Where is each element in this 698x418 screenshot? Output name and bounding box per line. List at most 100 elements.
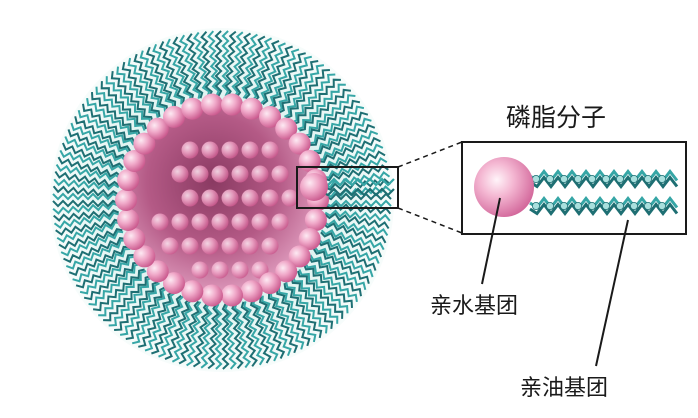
tail-strand [186, 33, 204, 99]
outer-head [259, 105, 281, 128]
tail-strand [125, 286, 166, 340]
tail-strand [224, 303, 237, 370]
tail-strand [285, 281, 328, 334]
small-molecule-tails [321, 177, 395, 197]
tail-strand [305, 99, 361, 139]
tail-strand [317, 130, 379, 161]
tail-strand [200, 302, 213, 369]
outer-head [163, 272, 185, 295]
tail-strand [56, 221, 121, 244]
inner-head [211, 213, 229, 231]
tail-strand [244, 35, 266, 100]
inner-head [261, 141, 279, 159]
tail-strand [83, 261, 139, 301]
tail-strand [284, 64, 325, 118]
tail-strand [253, 39, 280, 102]
tail-strand [158, 41, 185, 104]
tail-strand [320, 229, 385, 251]
tail-strand [224, 30, 237, 97]
tail-strand [321, 150, 386, 173]
tail-strand [268, 48, 300, 108]
tail-strand [240, 301, 258, 367]
tail-strand [86, 97, 140, 138]
tail-strand [108, 276, 153, 327]
inner-head [191, 213, 209, 231]
tail-strand [171, 298, 193, 363]
tail-strand [214, 30, 223, 97]
tail-strand [52, 185, 119, 198]
outer-head [117, 169, 140, 192]
tail-strand [297, 270, 344, 319]
tail-strand [65, 239, 127, 270]
tail-strand [121, 61, 161, 117]
tail-strand [178, 34, 201, 99]
tail-bead [602, 201, 611, 210]
outer-head [240, 280, 263, 303]
inner-head [171, 165, 189, 183]
tail-strand [214, 303, 223, 370]
tail-strand [192, 31, 211, 98]
tail-strand [164, 298, 191, 361]
tail-strand [158, 295, 184, 358]
tail-strand [186, 301, 203, 367]
tail-strand [231, 31, 244, 98]
outer-head [221, 93, 244, 116]
tail-bead [560, 174, 569, 183]
tail-strand [92, 268, 145, 312]
inner-head [231, 165, 249, 183]
outer-head [133, 132, 156, 155]
tail-strand [138, 290, 174, 348]
tail-strand [116, 66, 159, 119]
tail-strand [200, 31, 213, 98]
tail-strand [313, 117, 372, 152]
outer-head [163, 105, 185, 128]
tail-strand [165, 38, 192, 102]
tail-strand [277, 287, 317, 343]
tail-strand [303, 94, 356, 137]
outer-head [200, 284, 223, 307]
tail-bead [574, 201, 583, 210]
tail-strand [172, 36, 195, 101]
inner-head [211, 165, 229, 183]
highlighted-molecule [296, 166, 399, 209]
outer-head [181, 97, 204, 120]
tail-strand [55, 218, 121, 236]
tail-bead [546, 201, 555, 210]
tail-strand [88, 263, 141, 306]
tail-strand [231, 302, 244, 369]
inner-head [251, 165, 269, 183]
tail-strand [105, 76, 152, 125]
tail-bead [588, 174, 597, 183]
inner-head [211, 261, 229, 279]
inner-head [221, 237, 239, 255]
tail-strand [64, 136, 127, 162]
tail-bead [644, 174, 653, 183]
outer-head [200, 93, 223, 116]
outer-head [146, 117, 169, 140]
outer-head [181, 280, 204, 303]
tail-strand [323, 156, 388, 179]
tail-strand [298, 269, 349, 314]
lipophilic-pointer [595, 219, 629, 367]
inner-head [261, 237, 279, 255]
tail-strand [139, 50, 174, 109]
tail-strand [276, 55, 313, 113]
tail-bead [560, 201, 569, 210]
tail-strand [53, 178, 120, 191]
tail-strand [276, 288, 311, 347]
tail-strand [283, 283, 323, 339]
tail-strand [127, 57, 167, 113]
inner-head [221, 189, 239, 207]
tail-strand [267, 292, 299, 354]
tail-strand [192, 302, 210, 368]
outer-head [259, 272, 281, 295]
outer-head [304, 208, 327, 231]
inner-head [201, 237, 219, 255]
lipophilic-group-label: 亲油基团 [520, 376, 609, 401]
tail-strand [261, 295, 292, 357]
tail-strand [95, 86, 146, 131]
tail-strand [55, 164, 121, 181]
outer-head [240, 97, 263, 120]
tail-strand [270, 52, 306, 110]
tail-strand [249, 299, 272, 364]
